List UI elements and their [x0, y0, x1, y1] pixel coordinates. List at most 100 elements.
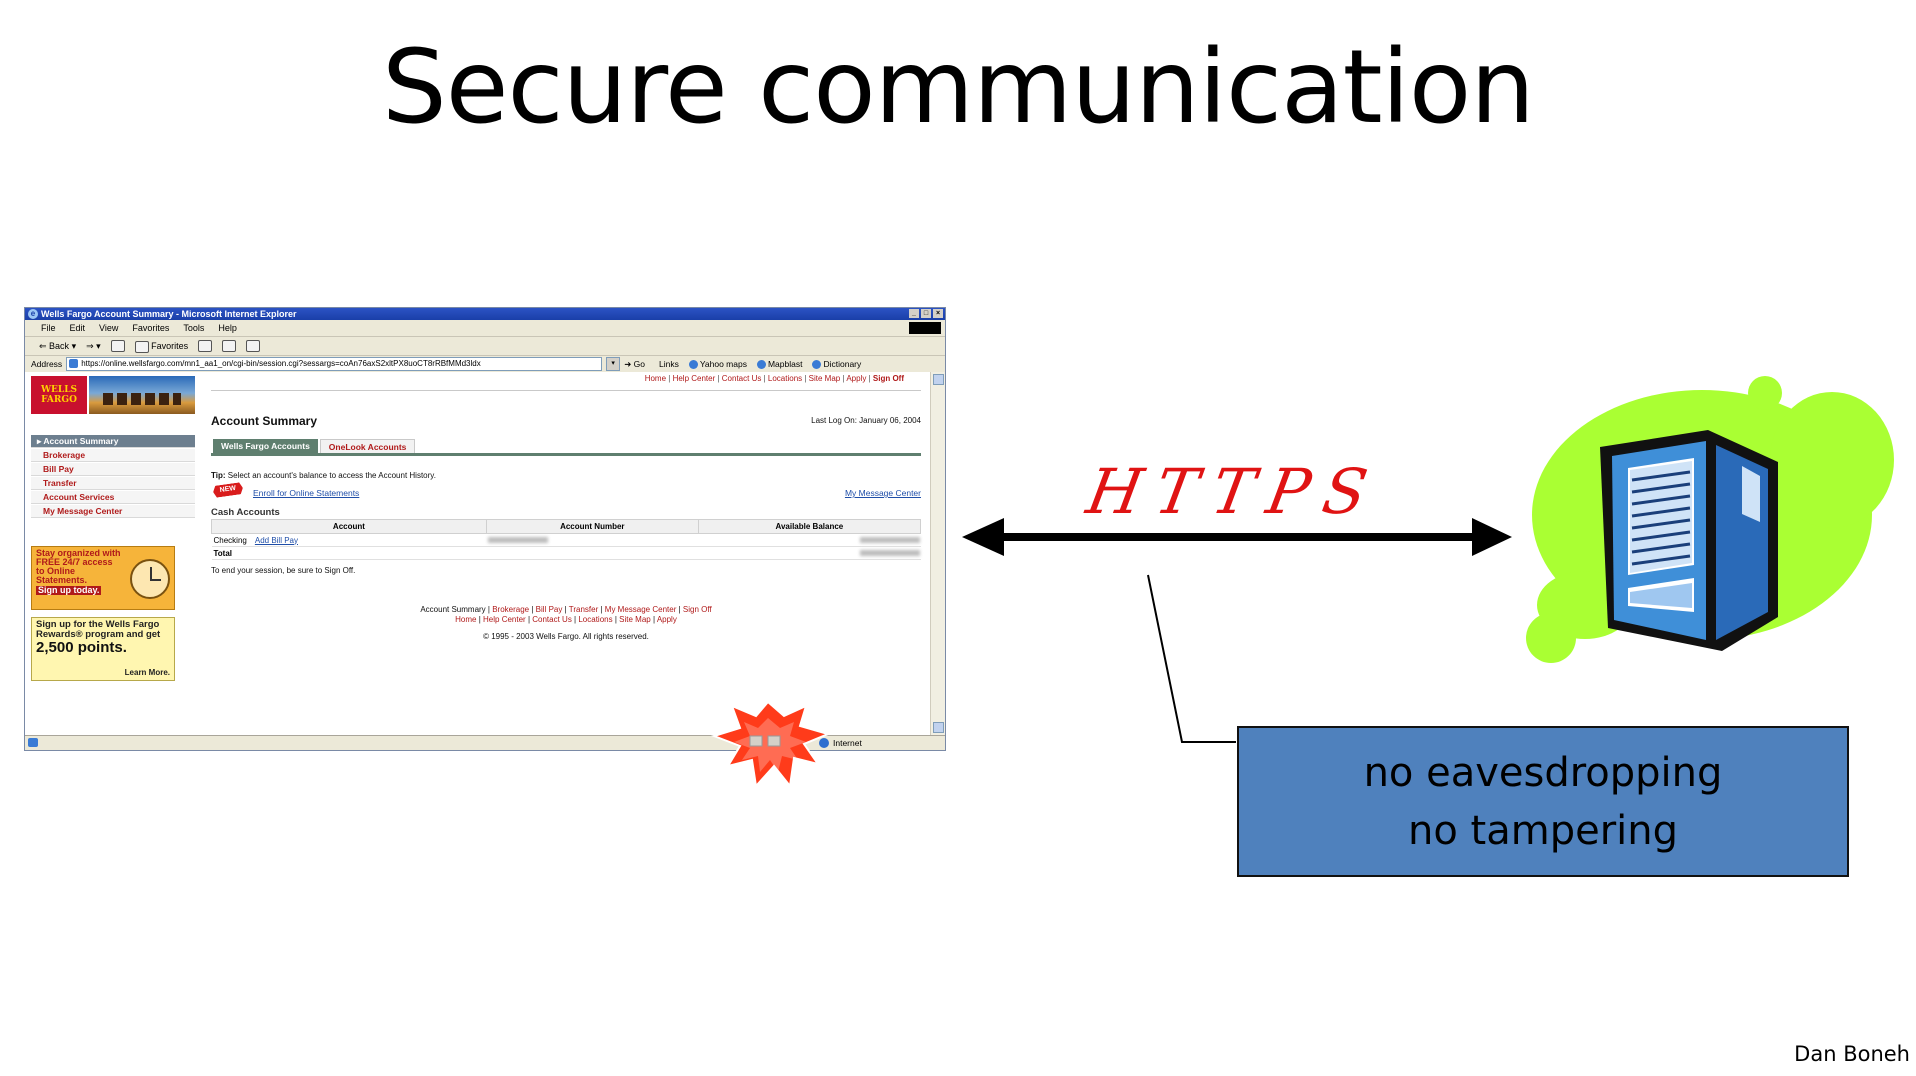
page-status-icon: [28, 738, 38, 747]
stagecoach-image: [89, 376, 195, 414]
toplink-apply[interactable]: Apply: [846, 374, 867, 383]
sidenav-bill-pay[interactable]: Bill Pay: [31, 463, 195, 476]
wells-fargo-logo[interactable]: WELLS FARGO: [31, 376, 87, 414]
link-yahoo-maps[interactable]: Yahoo maps: [688, 356, 747, 372]
address-bar: Address https://online.wellsfargo.com/mn…: [25, 356, 945, 373]
redacted-balance: [859, 536, 920, 543]
sidenav-account-services[interactable]: Account Services: [31, 491, 195, 504]
accounts-table: Account Account Number Available Balance…: [211, 519, 922, 560]
address-input[interactable]: https://online.wellsfargo.com/mn1_aa1_on…: [66, 357, 603, 371]
menu-tools[interactable]: Tools: [183, 323, 205, 333]
browser-toolbar: ⇐ Back ▾ ⇒ ▾ Favorites: [25, 337, 945, 356]
address-url: https://online.wellsfargo.com/mn1_aa1_on…: [81, 359, 481, 368]
table-row: Total: [211, 546, 921, 560]
promo-rewards[interactable]: Sign up for the Wells Fargo Rewards® pro…: [31, 617, 175, 681]
menu-file[interactable]: File: [41, 323, 56, 333]
footer-brokerage[interactable]: Brokerage: [492, 605, 530, 614]
footer-help-center[interactable]: Help Center: [483, 615, 526, 624]
stop-icon[interactable]: [110, 340, 125, 352]
page-heading: Account Summary: [211, 414, 318, 428]
close-icon[interactable]: ×: [933, 309, 943, 318]
tab-wells-fargo-accounts[interactable]: Wells Fargo Accounts: [213, 439, 318, 453]
sidenav-brokerage[interactable]: Brokerage: [31, 449, 195, 462]
toplink-home[interactable]: Home: [644, 374, 667, 383]
table-header-row: Account Account Number Available Balance: [211, 519, 922, 534]
footer-bill-pay[interactable]: Bill Pay: [535, 605, 563, 614]
back-button[interactable]: ⇐ Back ▾: [39, 341, 77, 351]
menu-favorites[interactable]: Favorites: [132, 323, 170, 333]
toplink-help-center[interactable]: Help Center: [672, 374, 716, 383]
footer-transfer[interactable]: Transfer: [568, 605, 599, 614]
toplink-site-map[interactable]: Site Map: [808, 374, 841, 383]
go-button[interactable]: ➜ Go: [624, 359, 646, 369]
page-content: Home | Help Center | Contact Us | Locati…: [25, 372, 930, 735]
balance-cell[interactable]: [698, 533, 921, 547]
forward-button[interactable]: ⇒ ▾: [86, 341, 101, 351]
footer-contact-us[interactable]: Contact Us: [532, 615, 572, 624]
print-icon[interactable]: [198, 340, 213, 352]
footer-account-summary[interactable]: Account Summary: [420, 605, 486, 614]
sidenav-account-summary[interactable]: ▸ Account Summary: [31, 435, 195, 448]
link-label: Mapblast: [767, 359, 803, 369]
menu-edit[interactable]: Edit: [69, 323, 86, 333]
sidenav-transfer[interactable]: Transfer: [31, 477, 195, 490]
site-top-links: Home | Help Center | Contact Us | Locati…: [644, 374, 904, 383]
link-label: Yahoo maps: [699, 359, 747, 369]
sidenav-message-center[interactable]: My Message Center: [31, 505, 195, 518]
link-mapblast[interactable]: Mapblast: [756, 356, 803, 372]
footer-links-primary: Account Summary | Brokerage | Bill Pay |…: [420, 605, 712, 614]
minimize-icon[interactable]: _: [909, 309, 919, 318]
author-name: Dan Boneh: [1794, 1042, 1910, 1066]
signoff-note: To end your session, be sure to Sign Off…: [211, 566, 356, 575]
add-bill-pay-link[interactable]: Add Bill Pay: [254, 535, 298, 545]
browser-menubar: File Edit View Favorites Tools Help: [25, 320, 945, 337]
server-icon: [1526, 376, 1894, 663]
internet-zone-icon: [819, 738, 829, 748]
header-divider: [211, 390, 921, 391]
footer-message-center[interactable]: My Message Center: [604, 605, 677, 614]
address-dropdown-icon[interactable]: ▾: [606, 357, 621, 371]
menu-view[interactable]: View: [99, 323, 119, 333]
learn-more-link[interactable]: Learn More.: [124, 668, 170, 677]
enroll-statements-link[interactable]: Enroll for Online Statements: [253, 488, 360, 498]
tip-label: Tip:: [211, 471, 226, 480]
ie-logo-icon: e: [28, 309, 38, 319]
goal-no-eavesdropping: no eavesdropping: [1363, 749, 1723, 796]
windows-flag-icon: [909, 322, 941, 334]
home-icon[interactable]: [246, 340, 261, 352]
toplink-contact-us[interactable]: Contact Us: [721, 374, 762, 383]
footer-site-map[interactable]: Site Map: [619, 615, 651, 624]
tip-body: Select an account's balance to access th…: [227, 471, 436, 480]
favorites-button[interactable]: Favorites: [134, 337, 188, 355]
go-label: Go: [633, 359, 646, 369]
toplink-sign-off[interactable]: Sign Off: [872, 374, 904, 383]
footer-apply[interactable]: Apply: [656, 615, 677, 624]
footer-sign-off[interactable]: Sign Off: [682, 605, 712, 614]
footer-links-secondary: Home | Help Center | Contact Us | Locati…: [455, 615, 677, 624]
account-number-cell: [486, 533, 699, 547]
refresh-icon[interactable]: [222, 340, 237, 352]
vertical-scrollbar[interactable]: [930, 372, 945, 735]
browser-screenshot: e Wells Fargo Account Summary - Microsof…: [24, 307, 946, 751]
status-bar: Internet: [25, 735, 945, 750]
promo-cta[interactable]: Sign up today.: [36, 585, 102, 595]
link-label: Dictionary: [823, 359, 862, 369]
footer-locations[interactable]: Locations: [578, 615, 613, 624]
maximize-icon[interactable]: □: [921, 309, 931, 318]
menu-help[interactable]: Help: [218, 323, 237, 333]
col-available-balance: Available Balance: [697, 519, 922, 534]
empty-cell: [486, 546, 699, 560]
footer-home[interactable]: Home: [455, 615, 477, 624]
total-label: Total: [213, 548, 233, 558]
toplink-locations[interactable]: Locations: [767, 374, 803, 383]
tab-underline: [211, 453, 921, 456]
promo-online-statements[interactable]: Stay organized with FREE 24/7 access to …: [31, 546, 175, 610]
address-label: Address: [31, 359, 63, 369]
browser-titlebar: e Wells Fargo Account Summary - Microsof…: [25, 308, 945, 320]
favorites-icon: [134, 340, 149, 353]
link-dictionary[interactable]: Dictionary: [812, 356, 861, 372]
https-label: HTTPS: [1081, 455, 1387, 528]
message-center-link[interactable]: My Message Center: [844, 488, 921, 498]
sidenav-label: Account Summary: [43, 436, 119, 446]
